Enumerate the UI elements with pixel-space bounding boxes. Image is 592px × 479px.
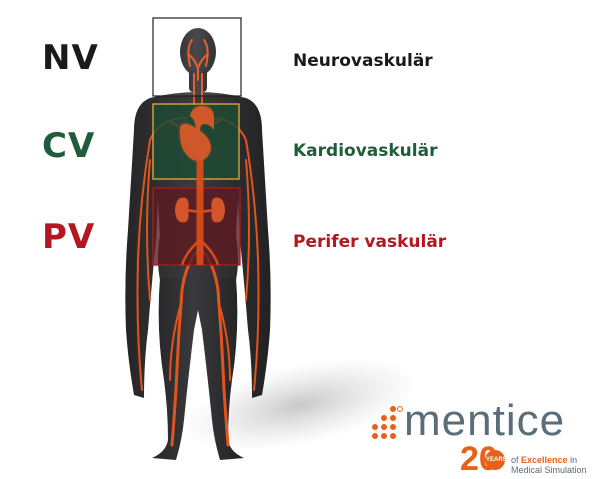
tagline-suffix: in — [570, 455, 577, 465]
tagline-highlight: Excellence — [521, 455, 568, 465]
mentice-logo-icon — [367, 405, 403, 441]
tagline-line2: Medical Simulation — [511, 465, 587, 475]
years-label: YEARS — [486, 457, 507, 463]
tagline-prefix: of — [511, 455, 519, 465]
nv-region-box — [153, 18, 241, 96]
brand-name: mentice — [404, 396, 565, 446]
tagline: of Excellence in Medical Simulation — [511, 455, 587, 475]
